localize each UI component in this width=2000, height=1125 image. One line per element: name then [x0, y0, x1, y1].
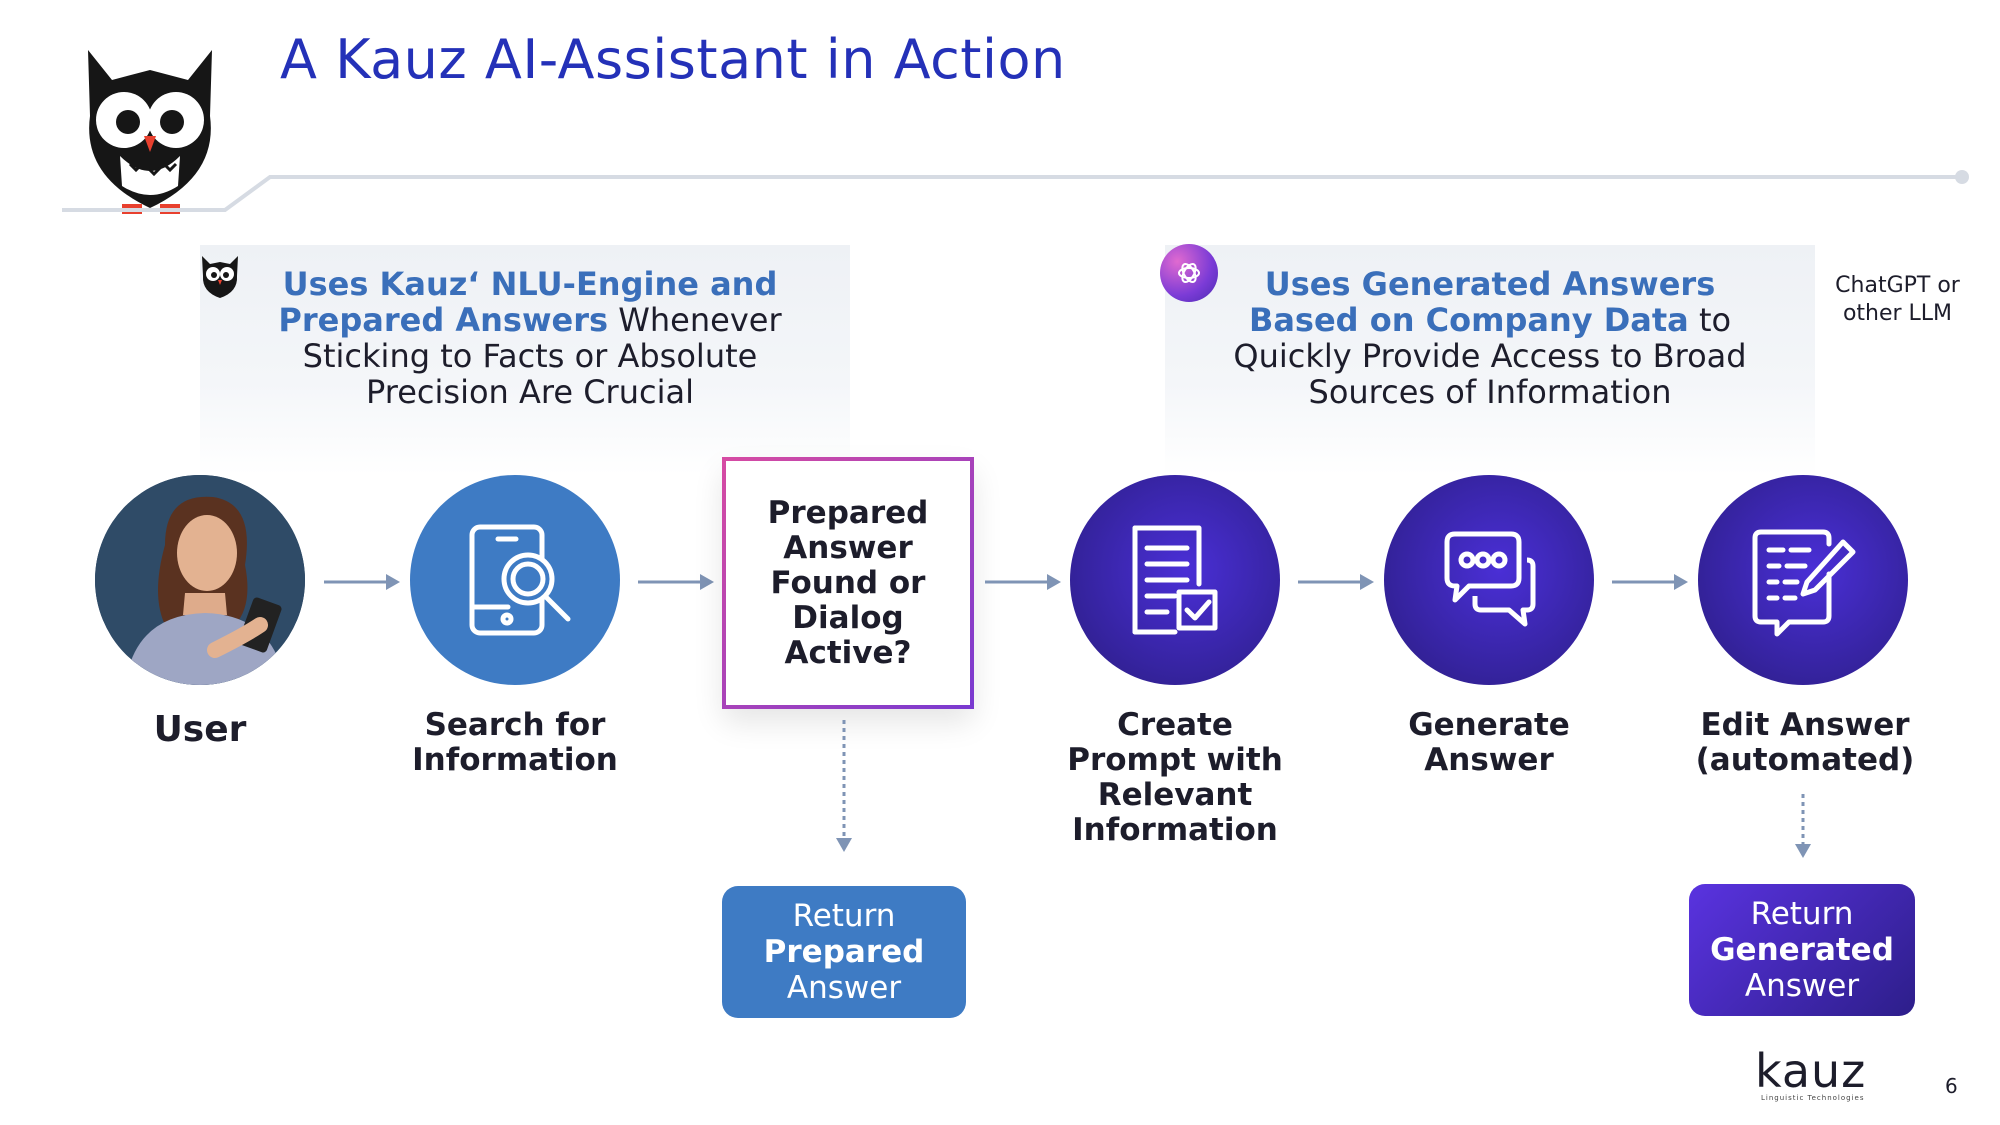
- nlu-panel: [200, 245, 850, 475]
- openai-icon: [1160, 244, 1218, 302]
- generate-label: Generate Answer: [1408, 707, 1570, 778]
- edit-step-circle: [1698, 475, 1908, 685]
- return-prepared-line3: Answer: [786, 970, 902, 1006]
- nlu-panel-highlight: Uses Kauz‘ NLU-Engine and Prepared Answe…: [278, 265, 778, 339]
- return-generated-line3: Answer: [1744, 968, 1860, 1004]
- llm-panel-rest: to Quickly Provide Access to Broad Sourc…: [1233, 301, 1747, 411]
- user-avatar: [95, 475, 305, 685]
- arrow-right-icon: [638, 574, 714, 590]
- edit-document-icon: [1752, 529, 1856, 637]
- edit-label: Edit Answer (automated): [1695, 707, 1915, 778]
- page-title: A Kauz AI-Assistant in Action: [280, 28, 1066, 91]
- return-prepared-line2: Prepared: [763, 934, 925, 970]
- page-number: 6: [1945, 1074, 1958, 1098]
- prompt-label: Create Prompt with Relevant Information: [1067, 707, 1283, 848]
- small-owl-icon: [196, 252, 244, 300]
- header-divider: [62, 170, 1969, 212]
- return-prepared-answer: Return Prepared Answer: [722, 886, 966, 1018]
- user-label: User: [153, 709, 247, 750]
- search-step-circle: [410, 475, 620, 685]
- return-prepared-line1: Return: [792, 898, 896, 934]
- return-generated-line2: Generated: [1710, 932, 1894, 968]
- llm-panel: [1165, 245, 1815, 475]
- llm-panel-text: Uses Generated Answers Based on Company …: [1230, 266, 1750, 410]
- nlu-panel-rest: Whenever Sticking to Facts or Absolute P…: [302, 301, 782, 411]
- chat-bubbles-icon: [1444, 531, 1536, 627]
- document-check-icon: [1132, 525, 1218, 635]
- generate-step-circle: [1384, 475, 1594, 685]
- prompt-step-circle: [1070, 475, 1280, 685]
- arrow-right-icon: [324, 574, 400, 590]
- return-generated-answer: Return Generated Answer: [1689, 884, 1915, 1016]
- brand-wordmark: kauz: [1755, 1044, 1867, 1098]
- search-label: Search for Information: [412, 707, 618, 778]
- llm-panel-highlight: Uses Generated Answers Based on Company …: [1248, 265, 1716, 339]
- return-generated-line1: Return: [1750, 896, 1854, 932]
- kauz-brand-logo: kauz Linguistic Technologies: [1755, 1044, 1895, 1102]
- arrow-right-icon: [985, 574, 1061, 590]
- nlu-panel-text: Uses Kauz‘ NLU-Engine and Prepared Answe…: [230, 266, 830, 410]
- arrow-down-icon: [836, 720, 852, 852]
- brand-tagline: Linguistic Technologies: [1761, 1094, 1865, 1102]
- arrow-right-icon: [1612, 574, 1688, 590]
- llm-note: ChatGPT or other LLM: [1835, 273, 1960, 326]
- decision-box: Prepared Answer Found or Dialog Active?: [722, 457, 974, 709]
- tablet-search-icon: [469, 524, 571, 636]
- arrow-down-icon: [1795, 794, 1811, 858]
- arrow-right-icon: [1298, 574, 1374, 590]
